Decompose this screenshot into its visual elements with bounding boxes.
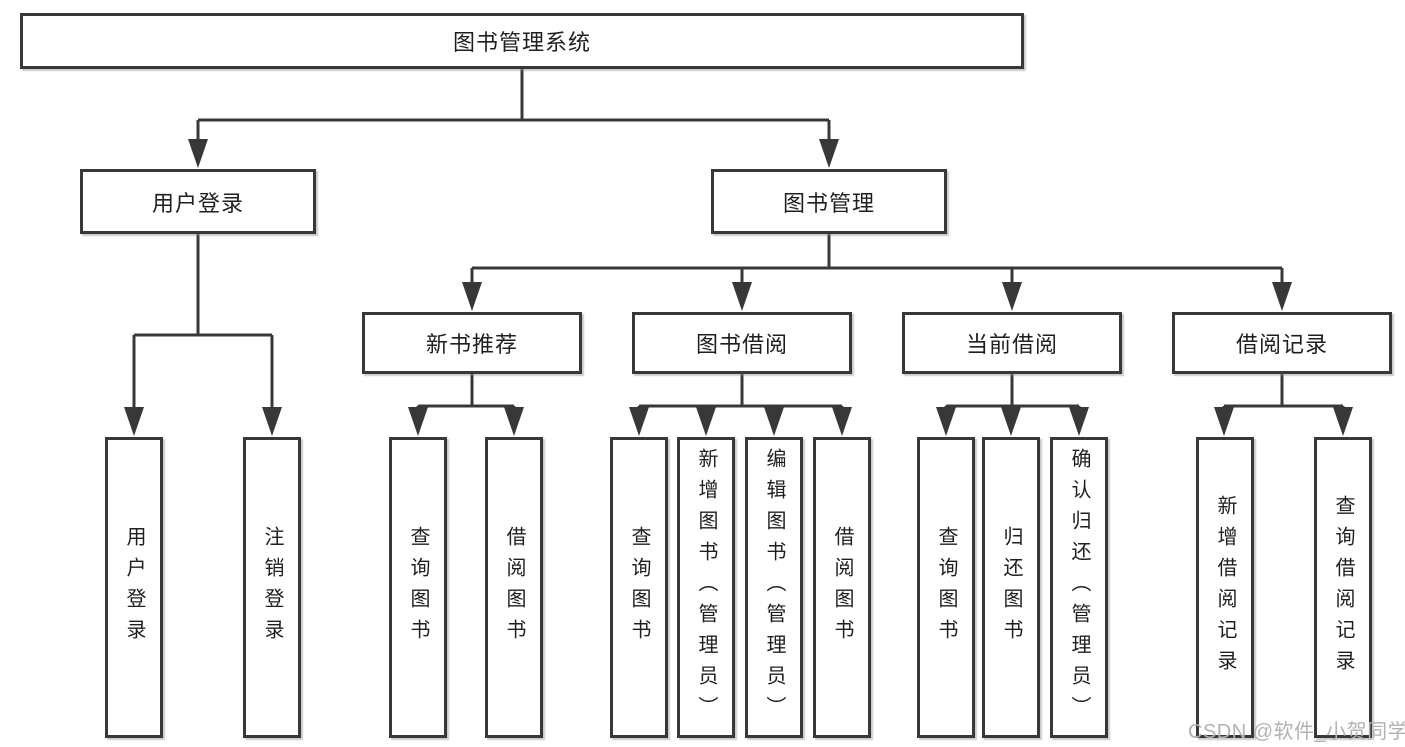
connector-recommend-to-leaves	[416, 374, 516, 414]
leaf-query-borrow-record: 查询借阅记录	[1314, 437, 1372, 738]
arrow-down-icon	[1069, 407, 1089, 436]
node-new-book-recommend: 新书推荐	[362, 312, 582, 374]
connector-root-to-level2	[196, 69, 831, 146]
watermark: CSDN @软件_小贺同学	[1188, 721, 1405, 743]
arrow-down-icon	[764, 407, 784, 436]
connector-records-to-leaves	[1222, 374, 1345, 414]
node-library-system: 图书管理系统	[20, 13, 1024, 69]
arrow-down-icon	[832, 407, 852, 436]
arrow-down-icon	[504, 407, 524, 436]
leaf-add-borrow-record: 新增借阅记录	[1196, 437, 1254, 738]
connector-borrowing-to-leaves	[637, 374, 844, 414]
arrow-down-icon	[1333, 407, 1353, 436]
node-book-borrowing: 图书借阅	[632, 312, 852, 374]
arrow-down-icon	[936, 407, 956, 436]
arrow-down-icon	[188, 139, 208, 168]
arrow-down-icon	[124, 407, 144, 436]
arrow-down-icon	[696, 407, 716, 436]
node-current-borrowing: 当前借阅	[902, 312, 1122, 374]
arrow-down-icon	[1001, 407, 1021, 436]
arrow-down-icon	[819, 139, 839, 168]
arrow-down-icon	[1214, 407, 1234, 436]
node-book-management: 图书管理	[711, 169, 947, 234]
leaf-add-books-admin: 新增图书（管理员）	[677, 437, 735, 738]
node-borrowing-records: 借阅记录	[1172, 312, 1392, 374]
leaf-edit-books-admin: 编辑图书（管理员）	[745, 437, 803, 738]
arrow-down-icon	[629, 407, 649, 436]
leaf-query-books-recommend: 查询图书	[389, 437, 447, 738]
arrow-down-icon	[408, 407, 428, 436]
arrow-down-icon	[732, 282, 752, 311]
leaf-borrow-books-recommend: 借阅图书	[485, 437, 543, 738]
leaf-confirm-return-admin: 确认归还（管理员）	[1050, 437, 1108, 738]
leaf-logout-login: 注销登录	[243, 437, 301, 738]
arrow-down-icon	[1272, 282, 1292, 311]
arrow-down-icon	[462, 282, 482, 311]
arrow-down-icon	[262, 407, 282, 436]
connector-bookmgmt-to-level3	[470, 234, 1284, 289]
connector-userlogin-to-leaves	[132, 234, 274, 414]
leaf-query-books-borrowing: 查询图书	[610, 437, 668, 738]
arrow-down-icon	[1002, 282, 1022, 311]
leaf-query-books-current: 查询图书	[917, 437, 975, 738]
leaf-borrow-books-borrowing: 借阅图书	[813, 437, 871, 738]
leaf-user-login: 用户登录	[105, 437, 163, 738]
node-user-login: 用户登录	[80, 169, 316, 234]
leaf-return-books: 归还图书	[982, 437, 1040, 738]
